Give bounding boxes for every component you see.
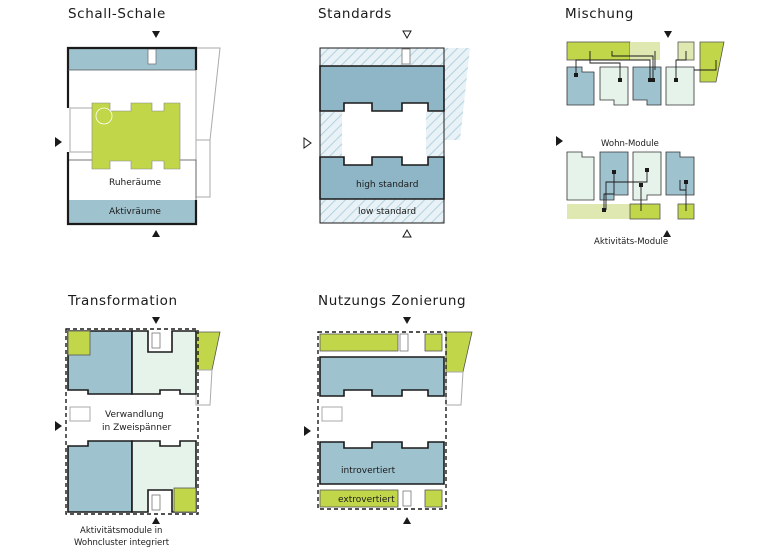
- wohn-module: [665, 66, 695, 106]
- panel-nutzungs-zonierung: Nutzungs Zonierung introvertiert extrove…: [304, 293, 473, 524]
- label-verwandlung: Verwandlung: [105, 410, 164, 420]
- activity-module: [173, 487, 197, 513]
- low-top-hatch: [320, 48, 444, 66]
- arrow-up-icon: [152, 517, 160, 524]
- high-standard-top: [319, 65, 445, 112]
- arrow-down-icon: [152, 31, 160, 38]
- wohn-module: [665, 151, 695, 196]
- activity-module: [566, 41, 631, 61]
- wohn-module: [566, 66, 595, 106]
- arrow-down-icon: [664, 31, 672, 38]
- panel-mischung: Mischung Wohn-Module: [556, 6, 725, 247]
- arrow-right-icon: [304, 426, 311, 436]
- arrow-down-outline-icon: [402, 30, 412, 40]
- standards-outline: [319, 47, 445, 224]
- panel-title-standards: Standards: [318, 6, 392, 22]
- arrow-down-icon: [403, 317, 411, 324]
- panel-title-mischung: Mischung: [565, 6, 634, 22]
- wohn-module: [566, 151, 595, 201]
- activity-module: [630, 42, 660, 60]
- shaft: [151, 332, 161, 349]
- label-wohncluster: Wohncluster integriert: [74, 538, 170, 548]
- side-core-outline: [445, 371, 464, 406]
- shaft: [147, 48, 157, 65]
- left-hatch: [320, 112, 342, 156]
- label-ruheraeume: Ruheräume: [109, 178, 161, 188]
- shell-top: [66, 46, 198, 108]
- shell-bottom: [66, 152, 198, 226]
- wohn-module: [632, 66, 662, 106]
- label-low-standard: low standard: [358, 207, 416, 217]
- label-high-standard: high standard: [356, 180, 418, 190]
- label-introvertiert: introvertiert: [341, 466, 396, 476]
- activity-module: [567, 204, 630, 219]
- schall-top-band: [68, 48, 196, 70]
- shaft: [151, 494, 161, 511]
- activity-module: [67, 330, 91, 356]
- arrow-up-icon: [152, 230, 160, 237]
- entry-outline: [321, 406, 343, 422]
- connector-dots: [602, 168, 688, 212]
- label-aktivitaetsmodule: Aktivitätsmodule in: [80, 526, 162, 536]
- activity-module: [699, 41, 725, 83]
- right-hatch: [426, 112, 444, 156]
- intro-block-bottom: [319, 441, 445, 485]
- cluster-dashed-outline: [65, 328, 199, 515]
- high-standard-bottom: [319, 156, 445, 200]
- label-aktivitaets-module: Aktivitäts-Module: [594, 237, 668, 247]
- label-aktivraeume: Aktivräume: [109, 207, 161, 217]
- connector-dots: [574, 73, 678, 82]
- label-wohn-module: Wohn-Module: [601, 139, 659, 149]
- arrow-right-icon: [55, 421, 62, 431]
- extro-band-bottom: [319, 489, 399, 508]
- arrow-up-icon: [663, 230, 671, 237]
- zone-dashed-outline: [317, 331, 447, 510]
- schall-bottom-band: [68, 200, 196, 224]
- shaft: [402, 490, 412, 507]
- panel-title-nutzung: Nutzungs Zonierung: [318, 293, 466, 309]
- panel-title-schall: Schall-Schale: [68, 6, 166, 22]
- panel-schall-schale: Schall-Schale Ruheräume Aktivräume: [55, 6, 221, 237]
- arrow-right-icon: [55, 137, 62, 147]
- shaft: [401, 48, 411, 65]
- arrow-up-outline-icon: [402, 228, 412, 238]
- label-extrovertiert: extrovertiert: [338, 495, 395, 505]
- label-zweispaenner: in Zweispänner: [102, 423, 171, 433]
- arrow-right-icon: [556, 136, 563, 146]
- side-hatch: [444, 48, 470, 140]
- panel-standards: Standards high standard low standard: [303, 6, 470, 238]
- side-stair-outline: [195, 47, 221, 141]
- door-arc: [95, 107, 113, 125]
- activity-module: [629, 203, 661, 220]
- wohn-module: [599, 66, 629, 106]
- intro-block-top: [319, 356, 445, 397]
- arrow-right-outline-icon: [303, 137, 312, 149]
- extro-band-top: [424, 333, 443, 352]
- schall-green-core: [91, 102, 181, 170]
- arrow-down-icon: [152, 317, 160, 324]
- side-core-outline: [195, 139, 211, 198]
- connector-lines: [575, 51, 717, 80]
- connector-lines: [603, 170, 687, 211]
- panel-title-transformation: Transformation: [67, 293, 178, 309]
- panel-transformation: Transformation Verwandlung in Zweispänne…: [55, 293, 221, 548]
- extro-band-top: [319, 333, 399, 352]
- activity-module: [195, 331, 221, 371]
- shaft: [399, 333, 409, 352]
- entry-outline: [69, 406, 91, 422]
- wohn-module: [131, 330, 197, 395]
- extro-band-bottom: [424, 489, 443, 508]
- activity-module: [445, 331, 473, 373]
- arrow-up-icon: [403, 517, 411, 524]
- wohn-module: [67, 440, 133, 513]
